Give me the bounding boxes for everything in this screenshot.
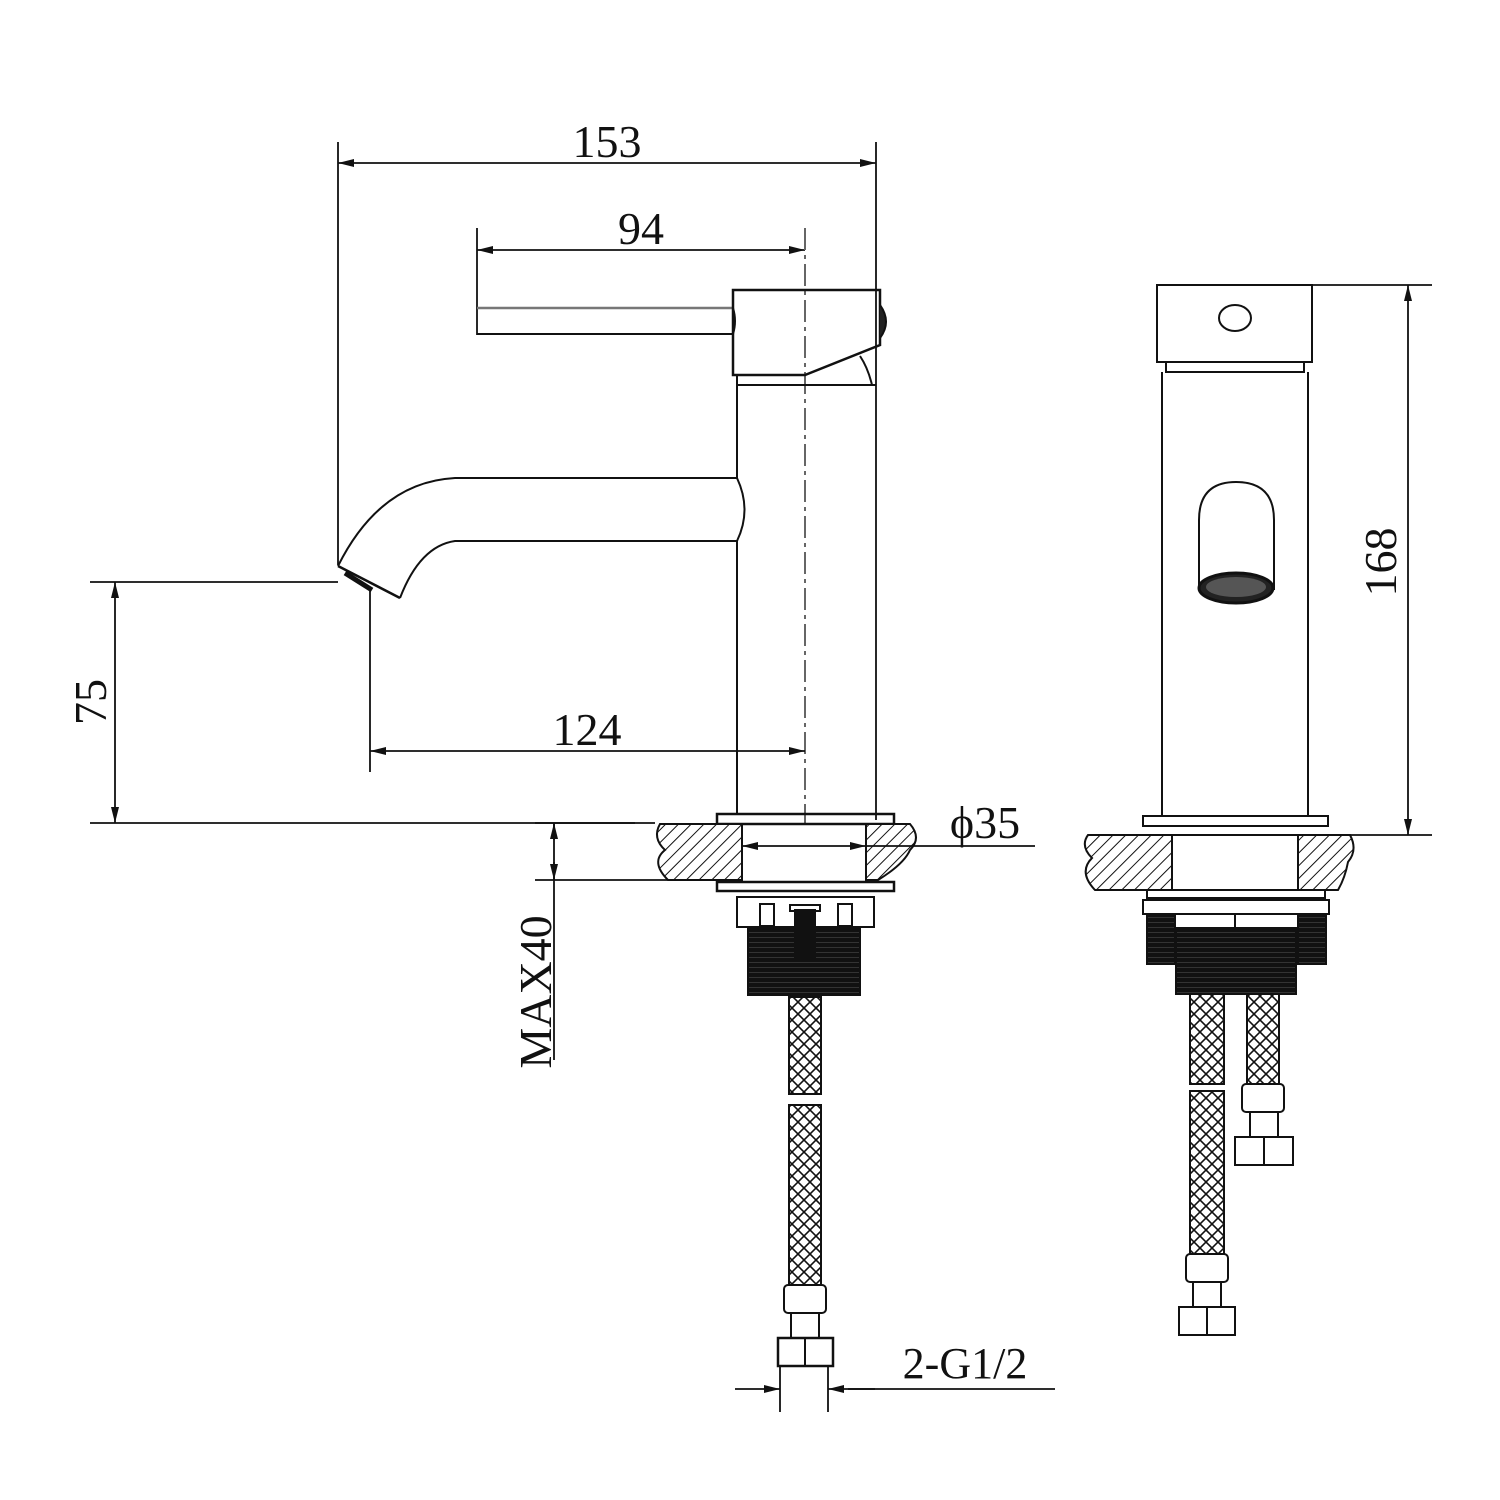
mounting-hardware-front xyxy=(1142,889,1330,995)
label-overall-height: 168 xyxy=(1355,528,1406,597)
braided-hoses-front xyxy=(1178,993,1294,1336)
handle-front xyxy=(1156,284,1313,373)
mounting-hardware xyxy=(715,880,896,996)
spout xyxy=(337,477,746,600)
side-view xyxy=(90,142,1055,1412)
label-spout-height: 75 xyxy=(65,679,116,725)
front-view xyxy=(1083,284,1432,1336)
dim-max-deck-thickness xyxy=(535,822,740,1060)
base-flange-front xyxy=(1142,815,1329,827)
dim-handle-length xyxy=(476,228,805,335)
dim-spout-reach xyxy=(369,590,805,772)
label-spout-reach: 124 xyxy=(553,704,622,755)
deck-section xyxy=(655,823,917,881)
dim-overall-width xyxy=(337,142,877,820)
label-hose-connections: 2-G1/2 xyxy=(903,1339,1028,1388)
handle-lever xyxy=(477,288,887,386)
dim-spout-height xyxy=(90,581,655,824)
label-base-diameter: ϕ35 xyxy=(950,797,1020,848)
braided-hose xyxy=(776,996,835,1368)
base-flange xyxy=(715,812,896,826)
label-handle-length: 94 xyxy=(618,203,664,254)
label-max-deck-thickness: MAX40 xyxy=(510,915,561,1068)
dim-hose-connection xyxy=(735,1366,1055,1412)
deck-section-front xyxy=(1083,834,1355,891)
label-overall-width: 153 xyxy=(573,116,642,167)
body-front xyxy=(1161,372,1309,816)
